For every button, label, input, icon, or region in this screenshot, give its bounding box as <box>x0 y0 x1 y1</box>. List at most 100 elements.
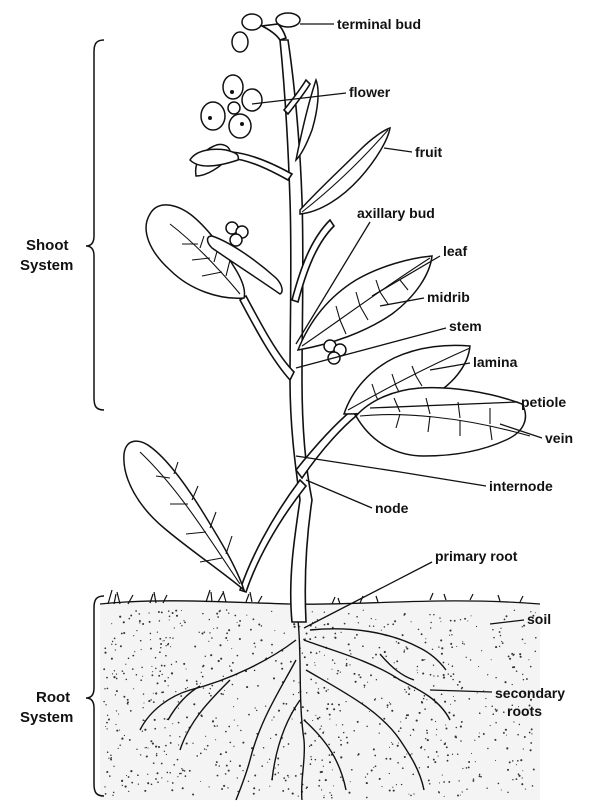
soil-dot <box>499 646 500 647</box>
soil-dot <box>471 753 472 754</box>
soil-dot <box>169 772 171 774</box>
soil-dot <box>411 753 412 754</box>
soil-dot <box>210 688 211 689</box>
soil-dot <box>112 641 113 642</box>
soil-dot <box>234 720 235 721</box>
soil-dot <box>136 674 138 676</box>
soil-dot <box>457 753 458 754</box>
soil-dot <box>425 638 426 639</box>
label-stem: stem <box>449 318 482 334</box>
soil-dot <box>169 619 170 620</box>
soil-dot <box>139 622 140 623</box>
soil-dot <box>319 717 321 719</box>
soil-dot <box>348 613 349 614</box>
soil-dot <box>310 756 311 757</box>
soil-dot <box>404 689 405 690</box>
soil-dot <box>141 649 142 650</box>
soil-dot <box>424 695 426 697</box>
soil-dot <box>237 698 238 699</box>
soil-dot <box>207 745 209 747</box>
soil-dot <box>153 701 155 703</box>
soil-dot <box>200 714 202 716</box>
soil-dot <box>494 739 496 741</box>
label-leaf: leaf <box>443 243 467 259</box>
soil-dot <box>414 690 415 691</box>
soil-dot <box>350 781 351 782</box>
soil-dot <box>512 666 514 668</box>
soil-dot <box>155 668 157 670</box>
soil-dot <box>111 623 112 624</box>
soil-dot <box>150 639 151 640</box>
fruit-pod <box>300 128 390 214</box>
soil-dot <box>125 664 126 665</box>
soil-dot <box>106 722 108 724</box>
soil-dot <box>372 657 374 659</box>
soil-dot <box>513 655 514 656</box>
soil-dot <box>164 680 166 682</box>
soil-dot <box>343 732 344 733</box>
soil-dot <box>341 632 342 633</box>
soil-dot <box>356 616 358 618</box>
soil-dot <box>379 732 380 733</box>
soil-dot <box>187 687 188 688</box>
soil-dot <box>351 769 353 771</box>
soil-dot <box>392 743 394 745</box>
soil-dot <box>225 731 227 733</box>
soil-dot <box>147 774 148 775</box>
soil-dot <box>479 775 481 777</box>
soil-dot <box>180 773 182 775</box>
soil-dot <box>186 668 187 669</box>
soil-dot <box>140 640 142 642</box>
soil-dot <box>168 610 170 612</box>
soil-dot <box>246 686 248 688</box>
soil-dot <box>340 672 341 673</box>
soil-dot <box>444 701 446 703</box>
soil-dot <box>495 709 497 711</box>
soil-dot <box>325 779 327 781</box>
soil-dot <box>383 718 385 720</box>
soil-dot <box>314 740 316 742</box>
soil-dot <box>346 665 348 667</box>
soil-dot <box>371 769 373 771</box>
soil-dot <box>218 660 220 662</box>
soil-dot <box>230 761 232 763</box>
soil-dot <box>119 616 121 618</box>
soil-dot <box>500 635 502 637</box>
soil-dot <box>211 685 213 687</box>
label-node: node <box>375 500 409 516</box>
soil-dot <box>172 782 174 784</box>
label-vein: vein <box>545 430 573 446</box>
soil-dot <box>155 692 157 694</box>
soil-dot <box>105 704 106 705</box>
soil-dot <box>385 655 387 657</box>
soil-dot <box>298 692 299 693</box>
soil-dot <box>396 668 397 669</box>
soil-dot <box>398 642 400 644</box>
soil-dot <box>142 623 144 625</box>
soil-dot <box>127 704 128 705</box>
soil-dot <box>119 745 120 746</box>
soil-dot <box>118 748 119 749</box>
leaf-right-upper <box>298 256 432 350</box>
soil-dot <box>389 758 391 760</box>
root-system-label-line2: System <box>20 709 73 726</box>
soil-dot <box>248 714 250 716</box>
soil-dot <box>229 742 231 744</box>
soil-dot <box>436 734 437 735</box>
soil-dot <box>220 693 222 695</box>
soil-dot <box>103 701 105 703</box>
soil-dot <box>118 714 119 715</box>
soil-dot <box>461 688 462 689</box>
soil-dot <box>283 777 285 779</box>
soil-dot <box>173 764 175 766</box>
soil-dot <box>196 681 198 683</box>
soil-dot <box>373 748 375 750</box>
soil-dot <box>424 749 425 750</box>
soil-dot <box>228 770 230 772</box>
soil-dot <box>323 687 325 689</box>
soil-dot <box>132 655 134 657</box>
soil-dot <box>106 728 107 729</box>
soil-dot <box>282 790 284 792</box>
soil-dot <box>283 746 285 748</box>
soil-dot <box>375 619 376 620</box>
